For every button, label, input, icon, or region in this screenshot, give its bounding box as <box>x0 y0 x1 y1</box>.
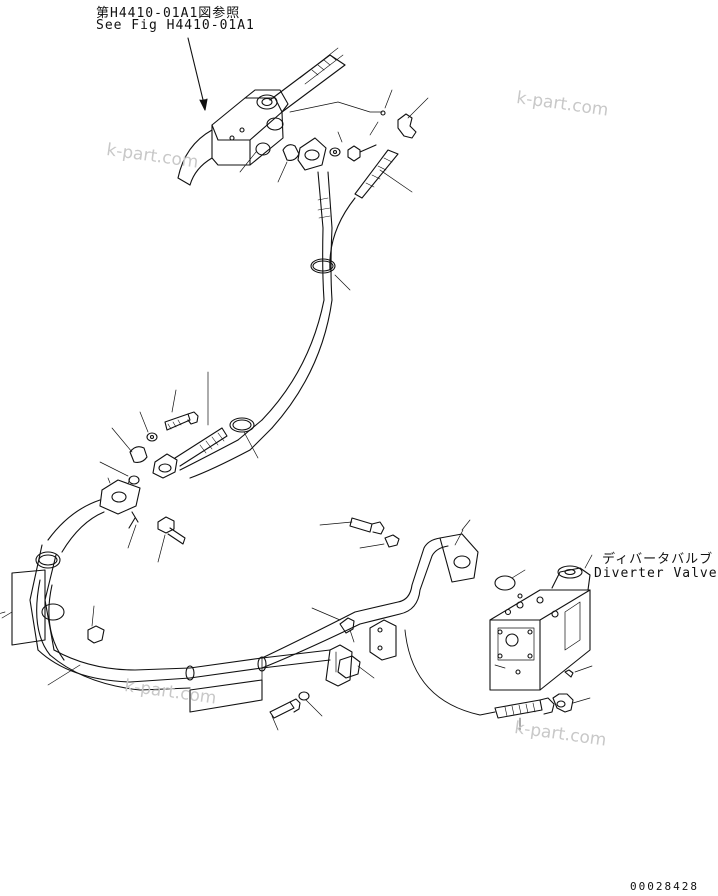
middle-fittings <box>99 371 228 485</box>
diverter-valve <box>489 554 593 713</box>
loop-clamps <box>127 511 186 563</box>
main-hose <box>179 171 356 479</box>
reference-label-jp: 第H4410-01A1図参照 <box>96 6 241 21</box>
upper-small-parts <box>239 89 429 199</box>
lower-long-pipe <box>185 644 375 731</box>
diverter-label-jp: ディバータバルブ <box>602 552 714 567</box>
right-pipe <box>261 517 526 716</box>
reference-label-en: See Fig H4410-01A1 <box>96 18 255 33</box>
left-pipe-loop <box>0 477 263 713</box>
return-hose <box>494 697 555 731</box>
upper-pipe-assembly <box>177 37 383 186</box>
diverter-label-en: Diverter Valve <box>594 566 718 581</box>
drawing-code: 00028428 <box>630 880 699 893</box>
